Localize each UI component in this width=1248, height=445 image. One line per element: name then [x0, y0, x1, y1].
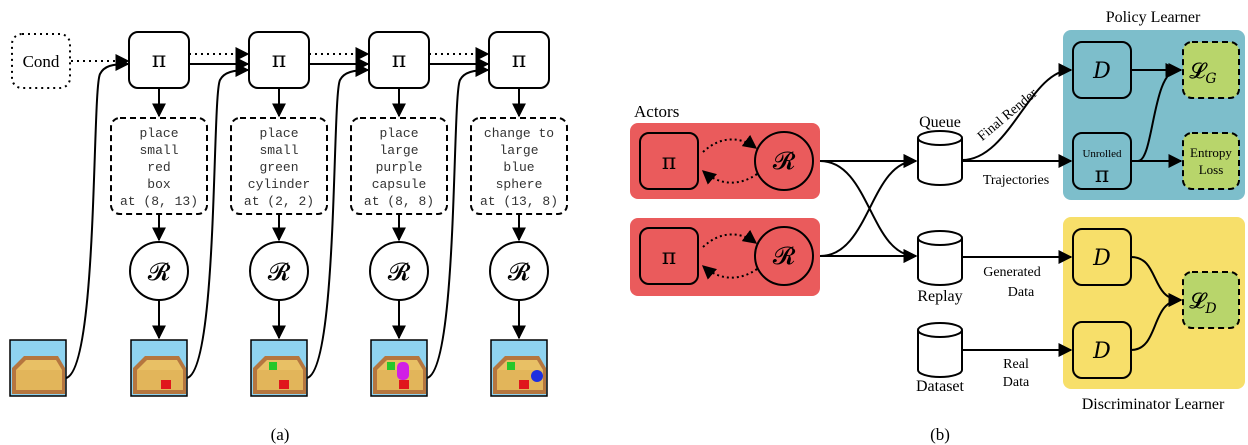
step-column-1: π place small red box at (8, 13) 𝓡 [110, 31, 208, 397]
queue-label: Queue [919, 114, 961, 131]
action-line-4-3: blue [503, 160, 534, 175]
actor-2-renderer-circle [754, 226, 814, 286]
discriminator-symbol-real: D [1092, 339, 1111, 364]
action-line-1-3: red [147, 160, 170, 175]
policy-symbol-2: π [272, 48, 286, 73]
unrolled-label: Unrolled [1082, 148, 1122, 160]
action-line-4-5: at (13, 8) [480, 194, 558, 209]
final-render-label: Final Render [975, 86, 1041, 144]
generated-data-line-2: Data [1008, 285, 1035, 300]
actor-1: π 𝓡 [639, 131, 814, 191]
renderer-symbol-2: 𝓡 [268, 258, 291, 286]
arena-image-1 [130, 339, 188, 397]
action-line-1-5: at (8, 13) [120, 194, 198, 209]
policy-learner-label: Policy Learner [1106, 9, 1201, 26]
actor-1-policy-symbol: π [662, 150, 676, 175]
action-line-3-1: place [379, 126, 418, 141]
panel-b-caption: (b) [930, 425, 950, 444]
arena-image-2 [250, 339, 308, 397]
real-data-line-1: Real [1003, 357, 1029, 372]
arena-image-4 [490, 339, 548, 397]
arena-initial-image [9, 339, 67, 397]
actor-2-renderer-symbol: 𝓡 [773, 242, 796, 270]
trajectories-label: Trajectories [983, 173, 1049, 188]
actor-1-policy-box [639, 132, 699, 190]
generated-data-line-1: Generated [983, 265, 1041, 280]
cond-label: Cond [23, 52, 60, 71]
action-line-3-2: large [379, 143, 418, 158]
dataset-label: Dataset [916, 378, 965, 395]
action-line-4-4: sphere [496, 177, 543, 192]
loss-g-box [1182, 41, 1240, 99]
arena-image-3 [370, 339, 428, 397]
loss-g-symbol: 𝓛G [1189, 59, 1216, 87]
renderer-symbol-1: 𝓡 [148, 258, 171, 286]
action-line-2-1: place [259, 126, 298, 141]
renderer-symbol-3: 𝓡 [388, 258, 411, 286]
entropy-loss-line-1: Entropy [1190, 145, 1232, 160]
policy-symbol-1: π [152, 48, 166, 73]
replay-label: Replay [917, 288, 962, 305]
cond-box [11, 33, 71, 89]
discriminator-learner-label: Discriminator Learner [1082, 396, 1225, 413]
step-column-2: π place small green cylinder at (2, 2) 𝓡 [230, 31, 328, 397]
step-column-3: π place large purple capsule at (8, 8) 𝓡 [350, 31, 448, 397]
queue-cylinder [917, 130, 963, 186]
entropy-loss-box [1182, 132, 1240, 190]
action-line-2-3: green [259, 160, 298, 175]
discriminator-symbol-generated: D [1092, 246, 1111, 271]
actor-2-policy-symbol: π [662, 245, 676, 270]
loss-d-symbol: 𝓛D [1189, 289, 1216, 317]
action-line-1-4: box [147, 177, 171, 192]
panel-b: Actors π 𝓡 π 𝓡 Queue [630, 9, 1245, 444]
action-line-3-3: purple [376, 160, 423, 175]
action-line-3-4: capsule [372, 177, 427, 192]
dataset-cylinder [917, 322, 963, 378]
real-data-line-2: Data [1003, 375, 1030, 390]
loss-d-box [1182, 271, 1240, 329]
actor-2: π 𝓡 [639, 226, 814, 286]
action-line-1-2: small [139, 143, 178, 158]
step-column-4: π change to large blue sphere at (13, 8) 𝓡 [470, 31, 568, 397]
replay-cylinder [917, 230, 963, 286]
panel-a: Cond π place small red box at (8, 13) 𝓡π place s… [9, 31, 568, 444]
policy-discriminator-symbol: D [1092, 59, 1111, 84]
action-line-2-4: cylinder [248, 177, 310, 192]
action-line-2-2: small [259, 143, 298, 158]
actor-1-renderer-symbol: 𝓡 [773, 147, 796, 175]
policy-symbol-4: π [512, 48, 526, 73]
renderer-symbol-4: 𝓡 [508, 258, 531, 286]
entropy-loss-line-2: Loss [1199, 162, 1224, 177]
action-line-4-2: large [499, 143, 538, 158]
action-line-4-1: change to [484, 126, 554, 141]
action-line-3-5: at (8, 8) [364, 194, 434, 209]
actors-label: Actors [634, 102, 679, 121]
policy-symbol-3: π [392, 48, 406, 73]
action-line-1-1: place [139, 126, 178, 141]
action-line-2-5: at (2, 2) [244, 194, 314, 209]
unrolled-policy-symbol: π [1095, 163, 1109, 188]
actor-1-renderer-circle [754, 131, 814, 191]
actor-2-policy-box [639, 227, 699, 285]
panel-a-caption: (a) [271, 425, 290, 444]
